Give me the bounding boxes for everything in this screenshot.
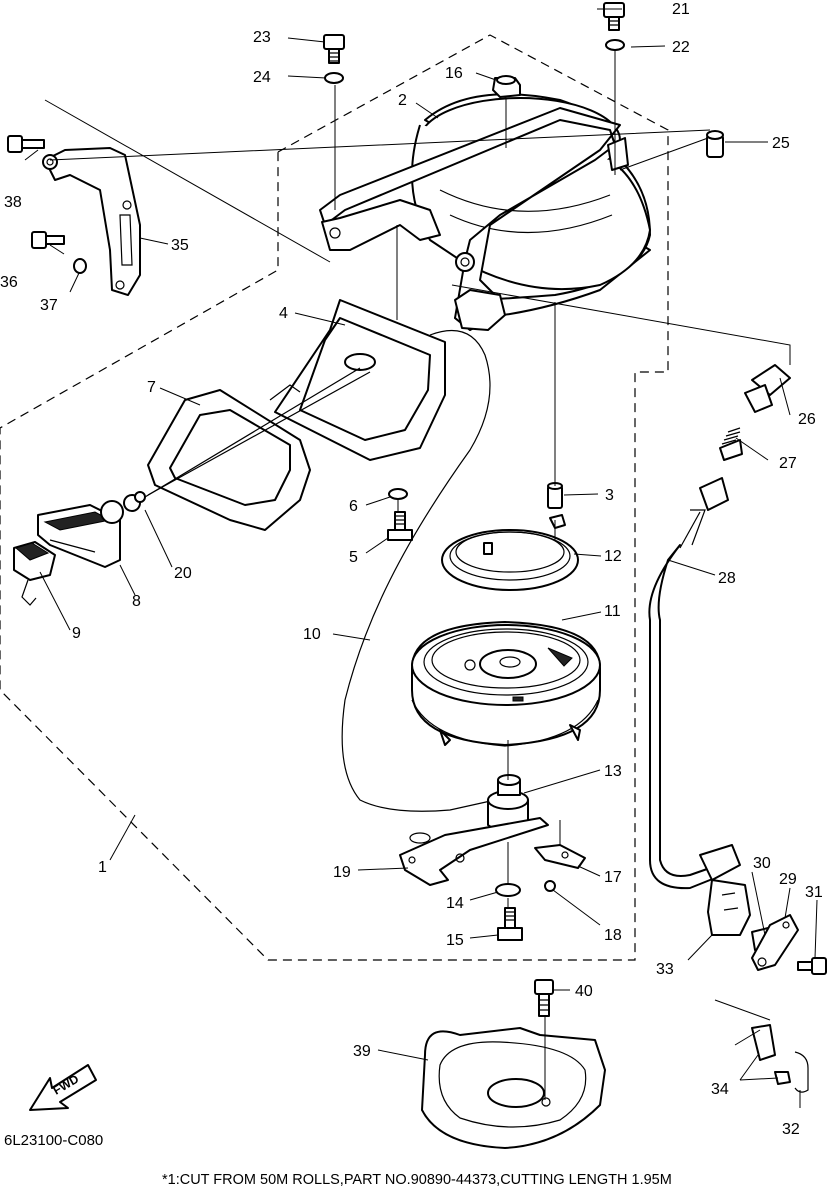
spiral-spring-12	[441, 514, 579, 591]
callout-16: 16	[445, 65, 463, 82]
callout-21: 21	[672, 1, 690, 18]
bolt-36	[31, 231, 65, 249]
plunger-26	[744, 364, 791, 413]
callout-1: 1	[98, 859, 107, 876]
starter-rope-10	[134, 329, 496, 812]
callout-8: 8	[132, 593, 141, 610]
pin-3	[547, 482, 563, 509]
callout-20: 20	[174, 565, 192, 582]
lever-29	[751, 914, 799, 971]
callout-35: 35	[171, 237, 189, 254]
callout-23: 23	[253, 29, 271, 46]
starter-case	[319, 93, 651, 331]
callout-11: 11	[604, 603, 621, 620]
callout-40: 40	[575, 983, 593, 1000]
bolt-38	[7, 135, 45, 153]
handle-clip-8	[37, 504, 121, 568]
callout-5: 5	[349, 549, 358, 566]
callout-36: 36	[0, 274, 18, 291]
callout-25: 25	[772, 135, 790, 152]
callout-7: 7	[147, 379, 156, 396]
callout-12: 12	[604, 548, 622, 565]
callout-32: 32	[782, 1121, 800, 1138]
callout-39: 39	[353, 1043, 371, 1060]
bolt-40	[534, 979, 554, 1017]
callout-31: 31	[805, 884, 823, 901]
washer-37	[73, 258, 87, 274]
clip-32	[794, 1051, 809, 1093]
spring-plate-19	[399, 817, 549, 886]
callout-28: 28	[718, 570, 736, 587]
callout-10: 10	[303, 626, 321, 643]
callout-22: 22	[672, 39, 690, 56]
bolt-23	[323, 34, 345, 64]
washer-14	[495, 883, 521, 897]
bracket-35	[42, 147, 141, 296]
callout-33: 33	[656, 961, 674, 978]
base-plate-39	[421, 1027, 606, 1149]
callout-19: 19	[333, 864, 351, 881]
assembly-boundary	[0, 34, 669, 961]
footnote: *1:CUT FROM 50M ROLLS,PART NO.90890-4437…	[162, 1172, 672, 1188]
bolt-21	[603, 2, 625, 31]
callout-13: 13	[604, 763, 622, 780]
callout-27: 27	[779, 455, 797, 472]
washer-22	[605, 39, 625, 51]
callout-labels: 1 2 3 4 5 6 7 8 9 10 11 12 13 14 15 16 1…	[0, 1, 823, 1138]
fwd-arrow-icon: FWD	[29, 1064, 97, 1111]
callout-18: 18	[604, 927, 622, 944]
callout-38: 38	[4, 194, 22, 211]
clip-34	[751, 1024, 791, 1085]
callout-4: 4	[279, 305, 288, 322]
drive-pawl-17	[534, 844, 586, 869]
washer-24	[324, 72, 344, 84]
cable-28	[648, 477, 729, 890]
spring-27	[719, 427, 743, 461]
grommet-20	[100, 491, 146, 524]
callout-15: 15	[446, 932, 464, 949]
clip-18	[544, 880, 556, 892]
callout-37: 37	[40, 297, 58, 314]
callout-26: 26	[798, 411, 816, 428]
collar-25	[706, 130, 724, 158]
nut-16	[492, 75, 521, 98]
bolt-5	[387, 511, 413, 541]
callout-29: 29	[779, 871, 797, 888]
drawing-code: 6L23100-C080	[4, 1132, 103, 1149]
callout-17: 17	[604, 869, 622, 886]
bolt-15	[497, 907, 523, 941]
callout-9: 9	[72, 625, 81, 642]
callout-2: 2	[398, 92, 407, 109]
clip-9	[13, 541, 56, 606]
callout-3: 3	[605, 487, 614, 504]
callout-14: 14	[446, 895, 464, 912]
cable-end-33	[699, 844, 751, 936]
callout-34: 34	[711, 1081, 729, 1098]
callout-24: 24	[253, 69, 271, 86]
handle-grip-7	[147, 389, 311, 531]
leader-lines	[24, 8, 818, 1108]
sheave-drum-11	[411, 621, 601, 747]
washer-6	[388, 488, 408, 500]
callout-6: 6	[349, 498, 358, 515]
callout-30: 30	[753, 855, 771, 872]
bolt-31	[797, 957, 827, 975]
handle-4	[269, 299, 446, 461]
